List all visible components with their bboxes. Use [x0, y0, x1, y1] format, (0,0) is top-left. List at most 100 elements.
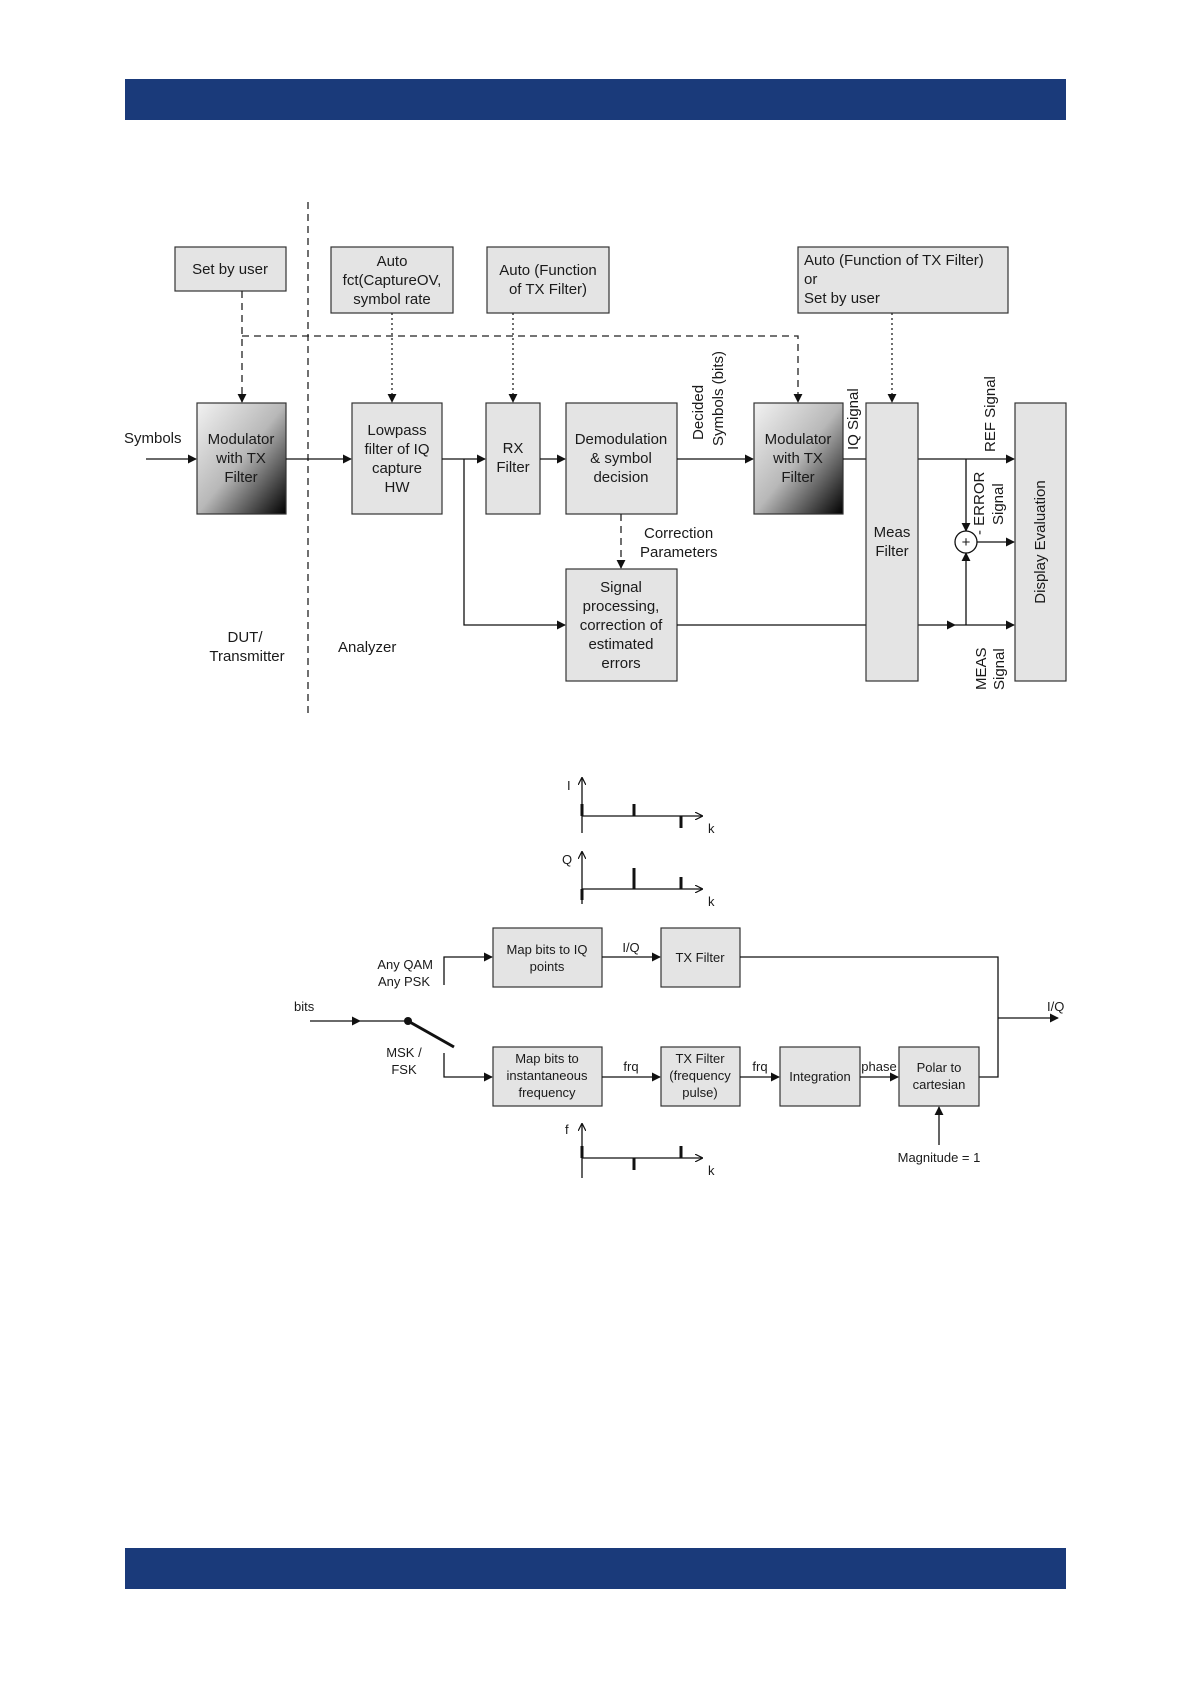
- i-k-label: k: [708, 821, 715, 836]
- dut-line1: DUT/: [228, 629, 264, 646]
- set-by-user-box: [174, 246, 287, 292]
- auto-capture-box: [330, 246, 454, 314]
- auto-capture-line1: Auto: [377, 253, 408, 270]
- polar-line1: Polar to: [917, 1060, 962, 1075]
- auto-capture-line2: fct(CaptureOV,: [343, 272, 442, 289]
- frq1-label: frq: [623, 1059, 638, 1074]
- lowpass-to-sigproc-arrow: [463, 459, 566, 630]
- map-freq-line2: instantaneous: [507, 1068, 588, 1083]
- dut-line2: Transmitter: [209, 648, 284, 665]
- modulator-dut-line1: Modulator: [208, 431, 275, 448]
- polar-line2: cartesian: [913, 1077, 966, 1092]
- msk-fsk-line1: MSK /: [386, 1045, 422, 1060]
- auto-tx-filter-box: [486, 246, 610, 314]
- tx-filter-freq-box: [660, 1046, 741, 1107]
- modulator-dut-line2: with TX: [215, 450, 266, 467]
- f-sequence-plot: f k: [565, 1122, 715, 1178]
- any-qam-line1: Any QAM: [377, 957, 433, 972]
- tx-filter-freq-line1: TX Filter: [675, 1051, 725, 1066]
- msk-fsk-line2: FSK: [391, 1062, 417, 1077]
- map-freq-line1: Map bits to: [515, 1051, 579, 1066]
- rx-filter-box: [485, 402, 541, 515]
- map-iq-line2: points: [530, 959, 565, 974]
- iq-output-label: I/Q: [1047, 999, 1064, 1014]
- qam-branch-arrow: [443, 952, 493, 985]
- modulator-ref-line1: Modulator: [765, 431, 832, 448]
- switch-lever: [407, 1019, 455, 1049]
- sigproc-line5: errors: [601, 655, 640, 672]
- map-iq-box: [492, 927, 603, 988]
- map-freq-line3: frequency: [518, 1085, 576, 1100]
- rx-filter-line2: Filter: [496, 459, 529, 476]
- modulator-dut-line3: Filter: [224, 469, 257, 486]
- ref-signal-label: REF Signal: [982, 376, 999, 452]
- meas-filter-line1: Meas: [874, 524, 911, 541]
- tx-filter-box: [660, 927, 741, 988]
- display-evaluation-box: [1014, 402, 1067, 682]
- summing-plus: +: [962, 534, 971, 551]
- i-sequence-plot: I k: [567, 778, 715, 836]
- integration-box: [779, 1046, 861, 1107]
- demod-line3: decision: [593, 469, 648, 486]
- polar-box: [898, 1046, 980, 1107]
- auto-or-user-line1: Auto (Function of TX Filter): [804, 252, 984, 269]
- auto-or-user-line2: or: [804, 271, 817, 288]
- fsk-branch-arrow: [443, 1053, 493, 1082]
- decided-symbols-line2: Symbols (bits): [710, 351, 727, 446]
- lowpass-box: [351, 402, 443, 515]
- demod-line2: & symbol: [590, 450, 652, 467]
- error-signal-line1: - ERROR: [971, 472, 988, 536]
- phase-label: phase: [861, 1059, 896, 1074]
- lowpass-line4: HW: [385, 479, 411, 496]
- decided-symbols-line1: Decided: [690, 385, 707, 440]
- iq-label: I/Q: [622, 940, 639, 955]
- tx-filter-freq-line3: pulse): [682, 1085, 717, 1100]
- tx-filter-label: TX Filter: [675, 950, 725, 965]
- any-qam-line2: Any PSK: [378, 974, 430, 989]
- integration-label: Integration: [789, 1069, 850, 1084]
- q-axis-label: Q: [562, 852, 572, 867]
- map-freq-box: [492, 1046, 603, 1107]
- correction-line2: Parameters: [640, 544, 718, 561]
- display-evaluation-label: Display Evaluation: [1032, 480, 1049, 603]
- lowpass-line3: capture: [372, 460, 422, 477]
- set-by-user-label: Set by user: [192, 261, 268, 278]
- auto-tx-filter-line1: Auto (Function: [499, 262, 597, 279]
- bits-label: bits: [294, 999, 315, 1014]
- lowpass-line2: filter of IQ: [364, 441, 429, 458]
- analyzer-label: Analyzer: [338, 639, 396, 656]
- modulator-dut-box: [196, 402, 287, 515]
- symbols-label: Symbols: [124, 430, 182, 447]
- meas-filter-line2: Filter: [875, 543, 908, 560]
- f-k-label: k: [708, 1163, 715, 1178]
- set-by-user-ref-arrow: [242, 335, 803, 403]
- modulator-ref-line3: Filter: [781, 469, 814, 486]
- modulator-ref-line2: with TX: [772, 450, 823, 467]
- footer-banner: [125, 1548, 1066, 1589]
- modulator-ref-box: [753, 402, 844, 515]
- modulation-diagram: I k Q k f k bits Any QAM A: [294, 778, 1064, 1178]
- q-k-label: k: [708, 894, 715, 909]
- error-signal-line2: Signal: [990, 483, 1007, 525]
- lowpass-line1: Lowpass: [367, 422, 426, 439]
- meas-signal-line2: Signal: [991, 648, 1008, 690]
- f-axis-label: f: [565, 1122, 569, 1137]
- auto-or-user-box: [797, 246, 1009, 314]
- map-iq-line1: Map bits to IQ: [507, 942, 588, 957]
- sigproc-line3: correction of: [580, 617, 663, 634]
- rx-filter-line1: RX: [503, 440, 524, 457]
- sigproc-line1: Signal: [600, 579, 642, 596]
- measurement-diagram: Set by user Auto fct(CaptureOV, symbol r…: [124, 202, 1067, 715]
- header-banner: [125, 79, 1066, 120]
- sigproc-line2: processing,: [583, 598, 660, 615]
- magnitude-label: Magnitude = 1: [898, 1150, 981, 1165]
- iq-signal-label: IQ Signal: [845, 388, 862, 450]
- meas-signal-line1: MEAS: [973, 647, 990, 690]
- auto-capture-line3: symbol rate: [353, 291, 431, 308]
- correction-line1: Correction: [644, 525, 713, 542]
- q-sequence-plot: Q k: [562, 852, 715, 909]
- frq2-label: frq: [752, 1059, 767, 1074]
- auto-tx-filter-line2: of TX Filter): [509, 281, 587, 298]
- meas-filter-box: [865, 402, 919, 682]
